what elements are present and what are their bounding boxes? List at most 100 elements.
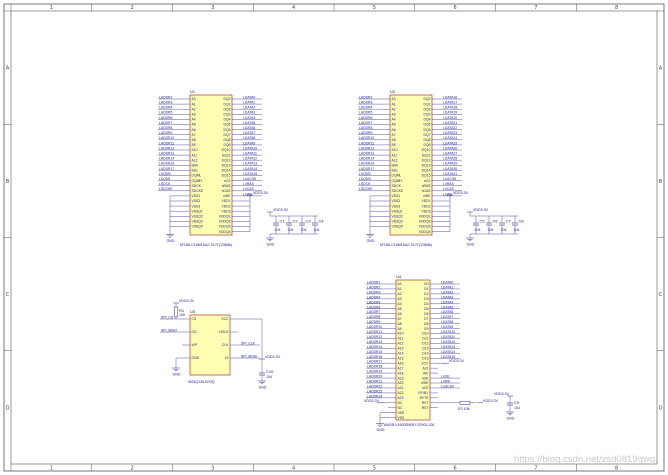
- net-label-address: LADDR4: [359, 106, 372, 110]
- capacitor-ref: C5: [480, 219, 486, 224]
- vdd-symbol: VDD3.3V: [477, 399, 499, 404]
- frame-column-label-bottom: 2: [131, 466, 134, 472]
- net-label-data: LDATA26: [443, 146, 457, 150]
- pin-name-right: D0: [424, 282, 428, 286]
- net-label-data: LDATA13: [243, 162, 257, 166]
- pin-name-right: WP: [423, 371, 429, 375]
- net-label-address: LADDR19: [367, 370, 382, 374]
- frame-column-label-bottom: 7: [534, 466, 537, 472]
- net-label-data: LDATA9: [441, 325, 453, 329]
- net-label-address: LADDR12: [159, 146, 174, 150]
- capacitor-value: 104: [275, 228, 281, 232]
- nor-flash-chip-u4[interactable]: U4 A0A1A2A3A4A5A6A7A8A9A10A11A12A13A14A1…: [384, 274, 438, 427]
- pin-name-right: nWE: [223, 194, 231, 198]
- pin-name-right: VDD1: [221, 199, 230, 203]
- pin-name-left: DQML: [192, 174, 202, 178]
- pin-name-left: A12: [192, 158, 198, 162]
- net-label-control: LnOE: [441, 375, 450, 379]
- pin-name-left: A11: [398, 337, 404, 341]
- ground-symbol: GND: [258, 380, 267, 390]
- pin-name-right: VDD3: [421, 209, 430, 213]
- net-label-data: LDATA1: [441, 285, 453, 289]
- net-label-address: LADDR8: [359, 126, 372, 130]
- net-label-control: LDQM1: [159, 177, 171, 181]
- pin-name-right: VDD2: [421, 204, 430, 208]
- net-label-control: LSDCKE: [159, 187, 173, 191]
- pin-name-left: A6: [398, 312, 402, 316]
- net-label-address: LADDR3: [359, 101, 372, 105]
- pin-name-right: DQ12: [422, 158, 431, 162]
- net-label-address: LADDR4: [367, 295, 380, 299]
- frame-column-label-top: 2: [131, 5, 134, 11]
- vdd-label: VDD3.3V: [453, 191, 469, 195]
- net-label-control: LnRAS: [243, 182, 254, 186]
- u2-net-labels: LADDR2LADDR3LADDR4LADDR5LADDR6LADDR7LADD…: [358, 95, 469, 243]
- pin-name-left: BA1: [192, 169, 199, 173]
- vdd-label: VDD3.3V: [494, 392, 510, 396]
- ground-label: GND: [377, 428, 385, 432]
- ground-label: GND: [467, 243, 475, 247]
- net-label-control: LnWE: [443, 192, 453, 196]
- u2-body: [389, 94, 433, 236]
- pin-name-left: A12: [392, 158, 398, 162]
- vdd-label: VDD3.3V: [179, 299, 195, 303]
- pin-name-right: nCE: [422, 386, 429, 390]
- net-label-address: LADDR20: [367, 375, 382, 379]
- frame-row-label-left: A: [6, 66, 10, 72]
- pin-name-left: A3: [392, 113, 396, 117]
- u4-body: [395, 279, 431, 421]
- net-label-data: LDATA12: [243, 157, 257, 161]
- pin-name-right: D8: [424, 322, 428, 326]
- ground-label: GND: [507, 417, 515, 421]
- vdd-symbol: VDD3.3V: [364, 399, 383, 404]
- pin-name-left: VSS: [398, 416, 406, 420]
- pin-name-right: A21: [422, 366, 428, 370]
- net-label-address: LADDR5: [359, 111, 372, 115]
- pin-name-left: DO: [192, 330, 197, 334]
- pin-name-right: RY/BY: [418, 391, 429, 395]
- pin-name-right: VCC: [421, 361, 429, 365]
- net-label-address: LADDR6: [367, 305, 380, 309]
- pin-name-right: DQ10: [222, 148, 231, 152]
- net-label-control: LnCAS: [443, 187, 454, 191]
- pin-name-right: nCAS: [422, 189, 432, 193]
- net-label-data: LDATA13: [441, 345, 455, 349]
- pin-name-left: SDCK: [192, 184, 202, 188]
- sdram-chip-u1[interactable]: U1 A0A1A2A3A4A5A6A7A8A9A10A11A12BA0BA1DQ…: [180, 89, 240, 247]
- pin-name-right: D5: [424, 307, 428, 311]
- pin-name-right: RST: [422, 406, 429, 410]
- pin-name-left: GND: [192, 356, 200, 360]
- ground-symbol: GND: [266, 237, 275, 247]
- net-label-control: LSDCKE: [359, 187, 373, 191]
- frame-column-label-top: 6: [454, 5, 457, 11]
- pin-name-right: DQ6: [424, 128, 431, 132]
- ground-symbol: GND: [366, 234, 375, 243]
- sdram-chip-u2[interactable]: U2 A0A1A2A3A4A5A6A7A8A9A10A11A12BA0BA1DQ…: [380, 89, 440, 247]
- resistor[interactable]: R3 10K: [458, 400, 476, 411]
- pin-name-left: A10: [398, 332, 404, 336]
- pin-name-left: A8: [392, 138, 396, 142]
- net-label-data: LDATA19: [443, 111, 457, 115]
- pin-name-right: DQ1: [224, 102, 231, 106]
- net-label-control: LnGCS6: [443, 177, 456, 181]
- pin-name-left: SDCKE: [192, 189, 204, 193]
- net-label-data: LDATA5: [243, 121, 255, 125]
- capacitor-value: 104: [266, 375, 272, 379]
